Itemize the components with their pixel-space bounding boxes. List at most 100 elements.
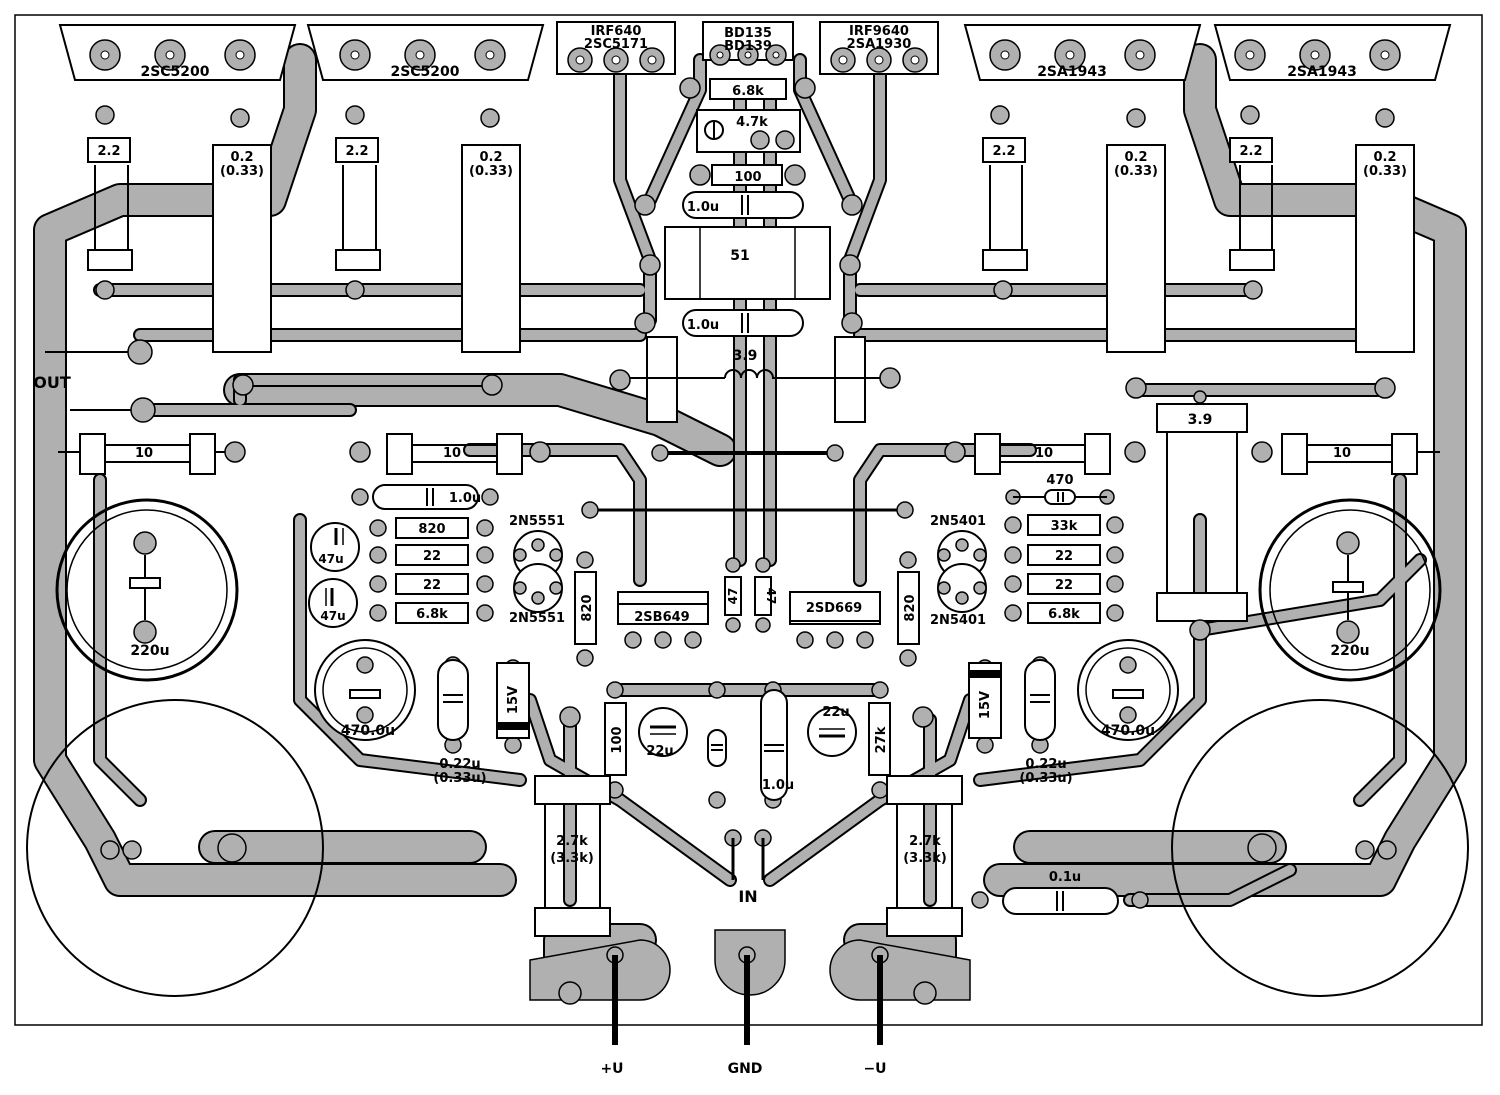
svg-text:10: 10: [1035, 446, 1053, 461]
svg-text:220u: 220u: [130, 643, 169, 659]
svg-text:6.8k: 6.8k: [732, 84, 764, 99]
svg-text:470: 470: [1046, 473, 1073, 488]
power-gnd: GND: [728, 946, 763, 1077]
capacitor-0-22u-left: 0.22u (0.33u): [433, 656, 487, 786]
svg-text:1.0u: 1.0u: [449, 491, 481, 506]
svg-text:100: 100: [734, 170, 761, 185]
svg-text:33k: 33k: [1051, 519, 1078, 534]
inductor-3-9: 3.9: [609, 336, 901, 423]
resistor-6-8k-l: 6.8k: [369, 602, 494, 624]
svg-text:2N5401: 2N5401: [930, 613, 986, 628]
svg-text:2.2: 2.2: [97, 144, 120, 159]
base-resistor-pnp-1: 2.2: [982, 105, 1028, 300]
svg-text:GND: GND: [728, 1061, 763, 1077]
capacitor-0-1u: 0.1u: [971, 870, 1149, 915]
output-transistor-pnp-2: 2SA1943: [1213, 24, 1452, 81]
svg-text:2.2: 2.2: [345, 144, 368, 159]
base-resistor-npn-1: 2.2: [87, 105, 133, 300]
svg-text:3.9: 3.9: [733, 348, 758, 364]
svg-text:22: 22: [1055, 578, 1073, 593]
svg-text:2.2: 2.2: [992, 144, 1015, 159]
out-connector: OUT: [33, 339, 156, 423]
svg-text:820: 820: [580, 594, 595, 621]
bias-transistor: BD135 BD139: [702, 21, 794, 66]
resistor-small-center: [707, 681, 727, 809]
svg-text:820: 820: [903, 594, 918, 621]
base-resistor-pnp-2: 2.2: [1229, 105, 1275, 300]
bias-line1: BD135: [724, 26, 772, 41]
output-transistor-npn-1: 2SC5200: [58, 24, 297, 81]
capacitor-470u-left: 470.0u: [314, 639, 416, 741]
svg-text:15V: 15V: [978, 691, 993, 719]
svg-text:22u: 22u: [646, 744, 673, 759]
svg-text:2.2: 2.2: [1239, 144, 1262, 159]
zener-15v-left: 15V: [496, 659, 530, 754]
svg-text:2.7k: 2.7k: [556, 834, 588, 849]
pnp-2-label: 2SA1943: [1287, 64, 1357, 80]
resistor-2-7k-right: 2.7k (3.3k): [886, 775, 963, 937]
capacitor-220u-right: 220u: [1258, 498, 1442, 682]
svg-text:(3.3k): (3.3k): [903, 851, 947, 866]
out-label: OUT: [33, 373, 71, 392]
zener-15v-right: 15V: [968, 659, 1002, 754]
svg-text:6.8k: 6.8k: [1048, 607, 1080, 622]
resistor-22-r2: 22: [1004, 573, 1124, 595]
resistor-820-row: 820: [369, 517, 494, 539]
svg-text:(0.33u): (0.33u): [1019, 771, 1072, 786]
svg-text:1.0u: 1.0u: [687, 200, 719, 215]
resistor-10-midright: 10: [944, 433, 1146, 475]
svg-text:3.9: 3.9: [1188, 412, 1213, 428]
resistor-470: 470: [1005, 473, 1115, 505]
capacitor-47u-b: 47u: [308, 578, 358, 628]
svg-text:(0.33): (0.33): [1114, 164, 1158, 179]
driver-transistor-pnp: IRF9640 2SA1930: [819, 21, 939, 75]
resistor-2-7k-left: 2.7k (3.3k): [534, 775, 611, 937]
resistor-33k: 33k: [1004, 514, 1124, 536]
driver-pnp-line1: IRF9640: [849, 24, 909, 39]
svg-text:(0.33): (0.33): [1363, 164, 1407, 179]
capacitor-22u-left: 22u: [638, 707, 688, 759]
in-label: IN: [738, 887, 757, 906]
svg-text:4.7k: 4.7k: [736, 115, 768, 130]
bias-line2: BD139: [724, 39, 772, 54]
transistor-2sb649: 2SB649: [617, 591, 709, 649]
svg-text:(0.33u): (0.33u): [433, 771, 486, 786]
capacitor-1u-top: 1.0u: [634, 191, 863, 219]
output-transistor-pnp-1: 2SA1943: [963, 24, 1202, 81]
svg-text:10: 10: [1333, 446, 1351, 461]
svg-text:0.22u: 0.22u: [439, 757, 480, 772]
capacitor-1u-film: 1.0u: [351, 484, 499, 510]
driver-pnp-line2: 2SA1930: [847, 37, 912, 52]
transistor-2sd669: 2SD669: [789, 591, 881, 649]
svg-text:0.22u: 0.22u: [1025, 757, 1066, 772]
svg-text:22: 22: [1055, 549, 1073, 564]
svg-text:2N5551: 2N5551: [509, 611, 565, 626]
svg-text:2N5401: 2N5401: [930, 514, 986, 529]
resistor-10-midleft: 10: [349, 433, 551, 475]
driver-transistor-npn: IRF640 2SC5171: [556, 21, 676, 75]
emitter-resistor-npn-1: 0.2 (0.33): [212, 108, 272, 396]
resistor-6-8k-r: 6.8k: [1004, 602, 1124, 624]
svg-text:820: 820: [418, 522, 445, 537]
svg-text:22u: 22u: [822, 705, 849, 720]
svg-text:0.2: 0.2: [1373, 150, 1396, 165]
power-plus: +U: [600, 946, 624, 1077]
svg-text:47u: 47u: [318, 552, 343, 566]
capacitor-1u-bottom: 1.0u: [634, 309, 863, 337]
svg-text:+U: +U: [600, 1061, 623, 1077]
svg-text:(0.33): (0.33): [469, 164, 513, 179]
svg-text:47u: 47u: [320, 609, 345, 623]
npn-1-label: 2SC5200: [140, 64, 209, 80]
svg-text:10: 10: [443, 446, 461, 461]
svg-text:470.0u: 470.0u: [1101, 723, 1155, 739]
resistor-27k-vertical: 27k: [868, 681, 891, 799]
svg-text:2SD669: 2SD669: [806, 601, 862, 616]
resistor-22-r1: 22: [1004, 544, 1124, 566]
svg-text:47: 47: [726, 588, 740, 605]
resistor-22-l2: 22: [369, 573, 494, 595]
mount-circle-left: [26, 699, 324, 997]
svg-text:0.1u: 0.1u: [1049, 870, 1081, 885]
svg-text:2N5551: 2N5551: [509, 514, 565, 529]
emitter-resistor-pnp-1: 0.2 (0.33): [1106, 108, 1166, 399]
